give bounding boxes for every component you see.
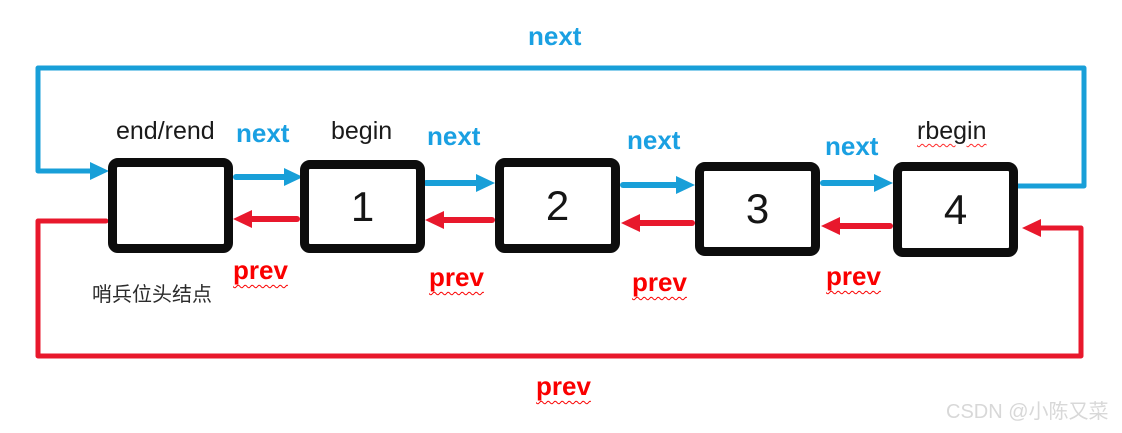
csdn-watermark: CSDN @小陈又菜 [946,401,1109,423]
next-arrow-sentinel-to-1 [233,168,303,186]
next-label-2: next [427,121,481,151]
next-arrow-2-to-3 [620,176,695,194]
end-rend-label: end/rend [116,117,215,145]
node-4: 4 [893,162,1018,257]
next-loop-arrow [35,65,1087,189]
sentinel-node [108,158,233,253]
next-label-3: next [627,125,681,155]
rbegin-label: rbegin [917,117,987,145]
node-1: 1 [300,160,425,253]
next-label-1: next [236,118,290,148]
prev-label-1: prev [233,255,288,285]
sentinel-caption: 哨兵位头结点 [92,284,212,306]
top-next-label: next [528,21,582,51]
node-3: 3 [695,162,820,256]
next-arrow-1-to-2 [423,174,495,192]
node-3-value: 3 [745,185,770,232]
prev-arrow-3-to-2 [621,214,695,232]
node-4-value: 4 [943,185,968,233]
node-2-value: 2 [545,181,570,229]
bottom-prev-label: prev [536,371,591,401]
prev-label-4: prev [826,261,881,291]
node-2: 2 [495,158,620,253]
prev-label-3: prev [632,267,687,297]
prev-label-2: prev [429,262,484,292]
begin-label: begin [331,117,393,145]
prev-arrow-1-to-sentinel [233,210,300,228]
prev-arrow-4-to-3 [821,217,893,235]
node-1-value: 1 [350,182,375,230]
next-label-4: next [825,131,879,161]
prev-arrow-2-to-1 [425,211,495,229]
next-arrow-3-to-4 [820,174,893,192]
prev-loop-arrow [35,218,1084,359]
